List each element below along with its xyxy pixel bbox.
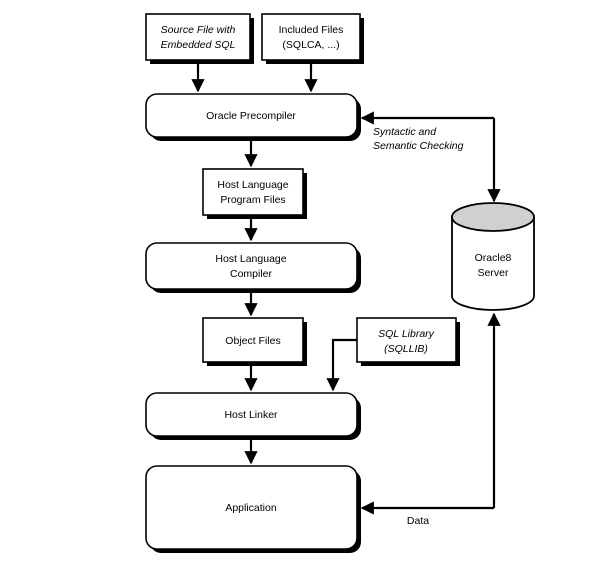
node-oracle8-server: Oracle8 Server bbox=[451, 202, 535, 311]
oracle8-server-cylinder-body bbox=[451, 216, 535, 311]
oracle8-server-label-line2: Server bbox=[478, 267, 509, 279]
host-compiler-box bbox=[145, 242, 358, 290]
host-program-files-label-line2: Program Files bbox=[220, 194, 285, 206]
oracle8-server-label-line1: Oracle8 bbox=[475, 252, 512, 264]
node-source-file: Source File with Embedded SQL bbox=[145, 13, 254, 64]
oracle8-server-cylinder-top bbox=[451, 202, 535, 232]
sql-library-label-line2: (SQLLIB) bbox=[384, 343, 428, 355]
node-host-language-program-files: Host Language Program Files bbox=[202, 168, 307, 219]
oracle-precompiler-label: Oracle Precompiler bbox=[206, 110, 296, 122]
node-included-files: Included Files (SQLCA, ...) bbox=[261, 13, 364, 64]
host-program-files-label-line1: Host Language bbox=[217, 179, 288, 191]
node-sql-library: SQL Library (SQLLIB) bbox=[356, 317, 460, 366]
syntactic-checking-label-line1: Syntactic and bbox=[373, 126, 437, 138]
included-files-box bbox=[261, 13, 361, 61]
node-application: Application bbox=[145, 465, 361, 553]
object-files-box bbox=[202, 317, 304, 363]
application-label: Application bbox=[225, 502, 277, 514]
host-compiler-label-line1: Host Language bbox=[215, 253, 286, 265]
data-label: Data bbox=[407, 515, 429, 527]
object-files-label: Object Files bbox=[225, 335, 280, 347]
source-file-box bbox=[145, 13, 251, 61]
syntactic-checking-label-line2: Semantic Checking bbox=[373, 140, 464, 152]
included-files-label-line1: Included Files bbox=[279, 24, 344, 36]
node-host-linker: Host Linker bbox=[145, 392, 361, 440]
included-files-label-line2: (SQLCA, ...) bbox=[282, 39, 339, 51]
host-linker-label: Host Linker bbox=[224, 409, 278, 421]
node-host-language-compiler: Host Language Compiler bbox=[145, 242, 361, 293]
node-oracle-precompiler: Oracle Precompiler bbox=[145, 93, 361, 141]
host-program-files-box bbox=[202, 168, 304, 216]
sql-library-label-line1: SQL Library bbox=[378, 328, 435, 340]
edge-sql-library-to-linker bbox=[326, 338, 357, 392]
source-file-label-line1: Source File with bbox=[161, 24, 236, 36]
sql-library-box bbox=[356, 317, 457, 363]
application-box bbox=[145, 465, 358, 550]
source-file-label-line2: Embedded SQL bbox=[161, 39, 236, 51]
node-object-files: Object Files bbox=[202, 317, 307, 366]
host-compiler-label-line2: Compiler bbox=[230, 268, 273, 280]
